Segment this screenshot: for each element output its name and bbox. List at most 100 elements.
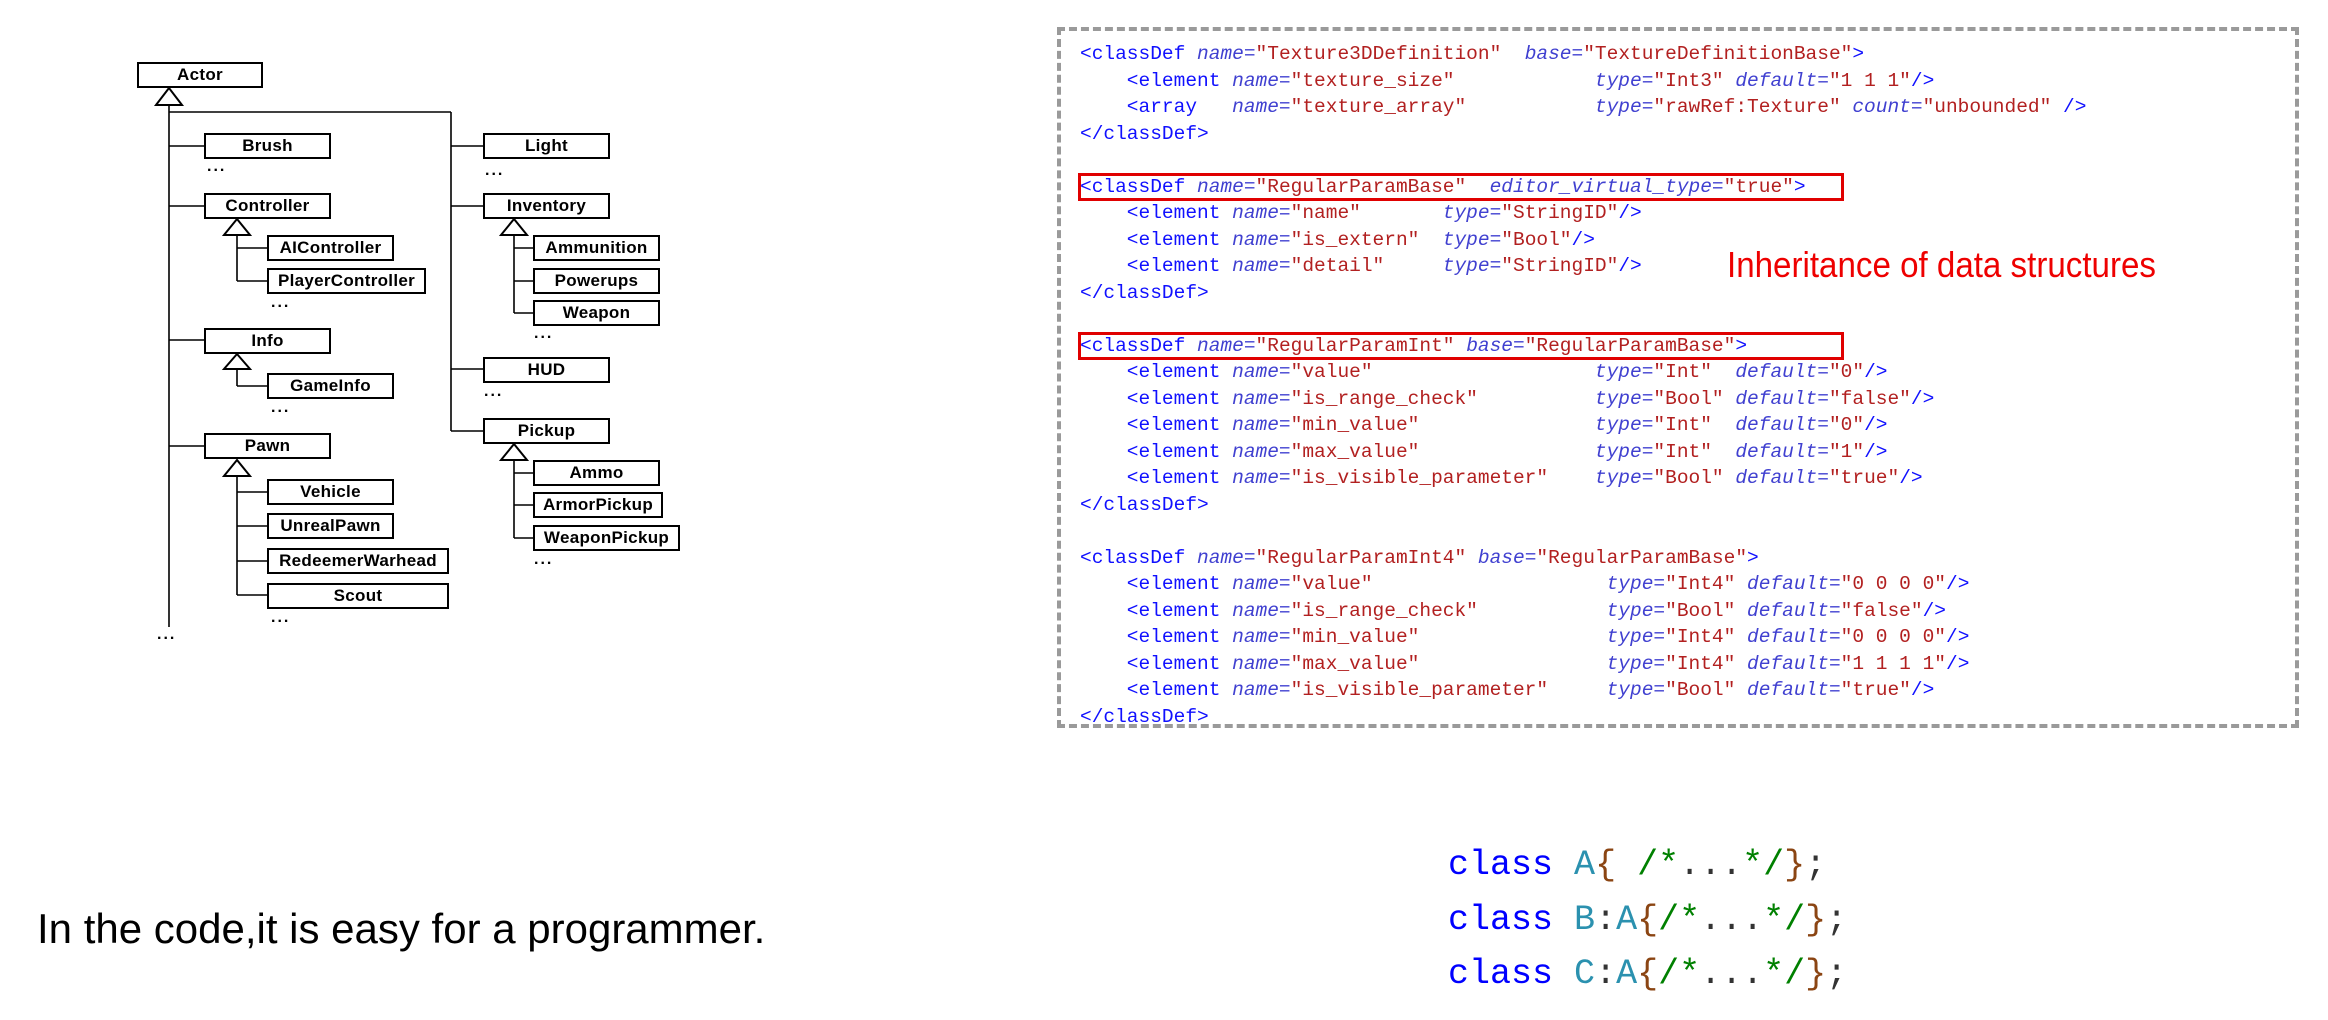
cpp-token: class <box>1448 899 1554 940</box>
code-token-attr: type= <box>1594 69 1654 92</box>
cpp-token: } <box>1784 845 1806 885</box>
code-token-tag <box>1712 414 1735 436</box>
code-token-val: "false" <box>1840 599 1923 622</box>
code-token-val: "StringID" <box>1501 202 1619 224</box>
code-token-attr: count= <box>1852 96 1923 118</box>
code-token-attr: type= <box>1442 202 1502 224</box>
code-token-attr: type= <box>1594 440 1654 463</box>
code-token-tag <box>1466 547 1478 569</box>
code-token-tag: /> <box>1618 255 1642 277</box>
code-token-tag: <element <box>1080 387 1233 410</box>
code-token-tag: <classDef <box>1080 43 1198 65</box>
node-info: Info <box>204 328 331 354</box>
code-token-tag <box>1454 70 1594 92</box>
code-token-tag <box>1548 679 1607 701</box>
cpp-token: ; <box>1826 954 1848 994</box>
code-token-attr: type= <box>1594 467 1654 489</box>
code-token-val: "RegularParamInt4" <box>1255 546 1467 569</box>
code-line: <element name="texture_size" type="Int3"… <box>1080 68 2086 95</box>
node-brush: Brush <box>204 133 331 159</box>
node-pawn: Pawn <box>204 433 331 459</box>
node-hud: HUD <box>483 357 610 383</box>
code-token-attr: name= <box>1232 228 1291 251</box>
code-token-tag <box>1361 202 1443 224</box>
code-token-tag: <element <box>1080 467 1233 489</box>
code-token-attr: default= <box>1747 679 1841 701</box>
code-token-tag: /> <box>1864 414 1888 436</box>
code-token-tag: /> <box>1618 202 1642 224</box>
code-token-tag <box>1724 70 1736 92</box>
code-token-tag: <element <box>1080 652 1233 675</box>
code-token-val: "unbounded" <box>1922 96 2052 118</box>
cpp-line: class B:A{/*...*/}; <box>1448 893 1847 948</box>
code-token-tag: <element <box>1080 361 1233 383</box>
node-powerups: Powerups <box>533 268 660 294</box>
code-token-tag <box>1419 653 1606 675</box>
code-token-val: "Int" <box>1653 414 1712 436</box>
code-token-attr: name= <box>1232 361 1291 383</box>
code-line: <element name="is_range_check" type="Boo… <box>1080 386 2086 413</box>
code-token-tag <box>1384 255 1443 277</box>
code-token-attr: default= <box>1747 573 1841 595</box>
code-token-val: "1" <box>1828 440 1865 463</box>
code-token-attr: default= <box>1735 467 1829 489</box>
code-token-attr: name= <box>1232 96 1291 118</box>
code-token-attr: type= <box>1606 573 1666 595</box>
hierarchy-connectors <box>153 86 533 627</box>
code-token-attr: default= <box>1735 69 1829 92</box>
code-token-tag <box>1735 600 1747 622</box>
code-token-tag <box>1735 679 1747 701</box>
code-token-attr: default= <box>1735 387 1829 410</box>
cpp-token: : <box>1595 954 1617 994</box>
code-token-attr: base= <box>1466 334 1525 357</box>
code-line: <element name="value" type="Int" default… <box>1080 359 2086 386</box>
cpp-token: A <box>1574 845 1596 885</box>
code-token-attr: name= <box>1232 679 1291 701</box>
ellipsis: ... <box>271 609 291 626</box>
code-token-tag: /> <box>1910 387 1935 410</box>
inheritance-annotation: Inheritance of data structures <box>1727 244 2156 285</box>
code-token-val: "is_visible_parameter" <box>1290 679 1549 701</box>
node-scout: Scout <box>267 583 449 609</box>
cpp-token: ... <box>1700 899 1764 940</box>
code-token-tag: /> <box>1946 573 1970 595</box>
code-token-tag <box>1712 361 1735 383</box>
node-aicontroller: AIController <box>267 235 394 261</box>
node-controller: Controller <box>204 193 331 219</box>
ellipsis: ... <box>485 162 505 179</box>
code-line: <element name="min_value" type="Int4" de… <box>1080 624 2086 651</box>
code-token-tag: <classDef <box>1080 334 1198 357</box>
node-actor: Actor <box>137 62 263 88</box>
code-token-val: "TextureDefinitionBase" <box>1583 43 1853 65</box>
cpp-token <box>1553 954 1574 994</box>
code-token-tag <box>1735 626 1747 648</box>
code-token-tag: <classDef <box>1080 546 1198 569</box>
code-token-tag: <element <box>1080 573 1233 595</box>
caption-text: In the code,it is easy for a programmer. <box>37 905 766 952</box>
code-token-val: "0 0 0 0" <box>1840 626 1946 648</box>
code-token-tag: <element <box>1080 228 1233 251</box>
code-token-tag <box>1419 229 1442 251</box>
cpp-line: class C:A{/*...*/}; <box>1448 947 1847 1002</box>
code-token-tag: <element <box>1080 414 1233 436</box>
code-line <box>1080 518 2086 545</box>
cpp-token: */ <box>1763 899 1806 940</box>
code-token-tag: /> <box>1899 467 1923 489</box>
code-token-tag: <element <box>1080 69 1233 92</box>
cpp-token: A <box>1616 954 1638 994</box>
code-token-tag <box>1419 441 1595 463</box>
code-token-attr: type= <box>1606 599 1666 622</box>
cpp-token: class <box>1448 954 1554 994</box>
code-token-val: "Bool" <box>1501 228 1572 251</box>
code-token-tag: > <box>1747 546 1759 569</box>
code-token-attr: type= <box>1594 387 1654 410</box>
cpp-token: { <box>1595 845 1638 885</box>
code-token-tag: /> <box>1910 69 1935 92</box>
code-token-val: "true" <box>1828 467 1900 489</box>
code-token-attr: name= <box>1232 69 1291 92</box>
code-token-attr: type= <box>1442 228 1502 251</box>
code-token-val: "1 1 1" <box>1828 69 1911 92</box>
node-ammo: Ammo <box>533 460 660 486</box>
code-token-attr: type= <box>1594 96 1654 118</box>
code-line: <element name="is_visible_parameter" typ… <box>1080 465 2086 492</box>
